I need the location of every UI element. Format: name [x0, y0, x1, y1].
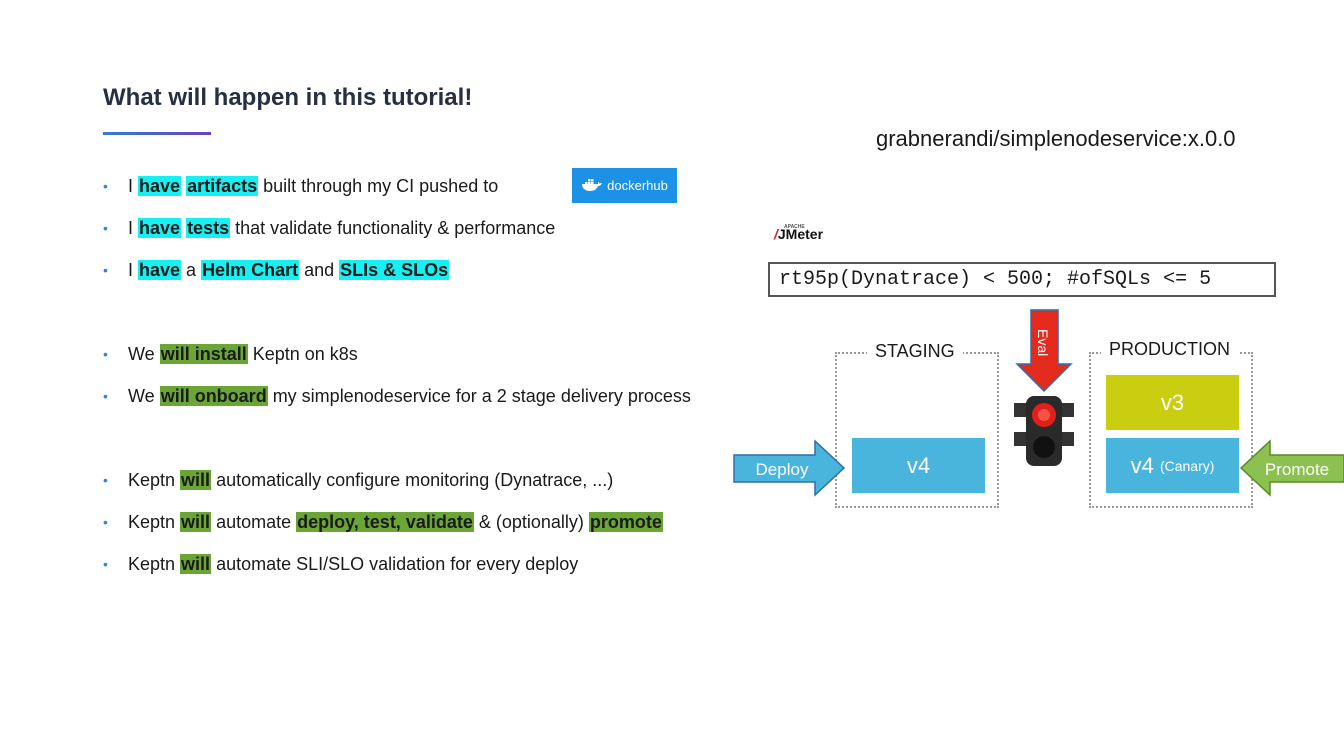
bullet-text: built through my CI pushed to: [258, 176, 499, 196]
staging-v4-box: v4: [852, 438, 985, 493]
bullet-dot: •: [103, 388, 108, 404]
bullet-item: • I have a Helm Chart and SLIs & SLOs: [103, 258, 450, 282]
bullet-text: Keptn: [128, 554, 181, 574]
bullet-text: I: [128, 260, 139, 280]
highlighted-text: have: [138, 176, 182, 196]
highlighted-text: will: [180, 470, 212, 490]
bullet-item: • I have tests that validate functionalit…: [103, 216, 555, 240]
highlighted-text: will install: [159, 344, 248, 364]
eval-arrow: Eval: [1015, 309, 1073, 393]
deploy-label: Deploy: [756, 460, 809, 479]
bullet-text: Keptn: [128, 512, 181, 532]
bullet-text: I: [128, 176, 139, 196]
bullet-text: automate: [211, 512, 297, 532]
production-label: PRODUCTION: [1101, 339, 1238, 360]
bullet-item: • We will install Keptn on k8s: [103, 342, 358, 366]
dockerhub-label: dockerhub: [607, 178, 668, 193]
bullet-text: a: [181, 260, 202, 280]
highlighted-text: artifacts: [186, 176, 259, 196]
production-v4-label: v4: [1130, 452, 1154, 478]
deploy-arrow: Deploy: [733, 439, 846, 497]
bullet-dot: •: [103, 556, 108, 572]
production-v3-box: v3: [1106, 375, 1239, 430]
bullet-text: and: [299, 260, 340, 280]
slo-expression: rt95p(Dynatrace) < 500; #ofSQLs <= 5: [768, 262, 1276, 297]
dockerhub-logo: dockerhub: [572, 168, 677, 203]
staging-label: STAGING: [867, 341, 963, 362]
highlighted-text: will: [180, 554, 212, 574]
bullet-item: • I have artifacts built through my CI pu…: [103, 174, 498, 198]
bullet-text: automatically configure monitoring (Dyna…: [211, 470, 614, 490]
highlighted-text: Helm Chart: [201, 260, 300, 280]
highlighted-text: have: [138, 260, 182, 280]
slide-title: What will happen in this tutorial!: [103, 84, 473, 111]
eval-label: Eval: [1035, 329, 1051, 356]
highlighted-text: will: [180, 512, 212, 532]
bullet-dot: •: [103, 514, 108, 530]
version-label: v4.0.0: [1224, 174, 1285, 200]
version-label: v2.0.0: [944, 174, 1005, 200]
bullet-text: Keptn: [128, 470, 181, 490]
bullet-text: Keptn on k8s: [247, 344, 358, 364]
bullet-text: We: [128, 386, 160, 406]
traffic-light-icon: [1014, 396, 1074, 466]
bullet-text: my simplenodeservice for a 2 stage deliv…: [267, 386, 691, 406]
version-box-v3: v3.0.0: [1048, 169, 1181, 206]
title-underline: [103, 132, 211, 135]
highlighted-text: have: [138, 218, 182, 238]
production-v4-canary-box: v4 (Canary): [1106, 438, 1239, 493]
jmeter-brand-small: APACHE: [784, 224, 805, 230]
promote-label: Promote: [1265, 460, 1329, 479]
bullet-dot: •: [103, 346, 108, 362]
bullet-text: I: [128, 218, 139, 238]
bullet-dot: •: [103, 220, 108, 236]
highlighted-text: tests: [186, 218, 231, 238]
version-label: v1.0.0: [804, 174, 865, 200]
bullet-text: that validate functionality & performanc…: [230, 218, 556, 238]
bullet-text: & (optionally): [473, 512, 589, 532]
bullet-item: • We will onboard my simplenodeservice fo…: [103, 384, 691, 408]
highlighted-text: deploy, test, validate: [296, 512, 474, 532]
staging-v4-label: v4: [906, 452, 931, 478]
production-v3-label: v3: [1160, 389, 1185, 415]
bullet-dot: •: [103, 178, 108, 194]
version-box-v2: v2.0.0: [908, 169, 1041, 206]
bullet-item: • Keptn will automatically configure moni…: [103, 468, 613, 492]
bullet-text: automate SLI/SLO validation for every de…: [211, 554, 579, 574]
image-name: grabnerandi/simplenodeservice:x.0.0: [876, 126, 1236, 151]
bullet-item: • Keptn will automate deploy, test, valid…: [103, 510, 663, 534]
highlighted-text: SLIs & SLOs: [339, 260, 450, 280]
bullet-dot: •: [103, 262, 108, 278]
bullet-text: We: [128, 344, 160, 364]
version-label: v3.0.0: [1084, 174, 1145, 200]
bullet-dot: •: [103, 472, 108, 488]
promote-arrow: Promote: [1239, 439, 1344, 497]
canary-note: (Canary): [1159, 457, 1215, 474]
version-box-v1: v1.0.0: [768, 169, 901, 206]
version-box-v4: v4.0.0: [1188, 169, 1321, 206]
highlighted-text: will onboard: [159, 386, 268, 406]
highlighted-text: promote: [588, 512, 663, 532]
jmeter-feather-icon: /: [774, 226, 778, 242]
bullet-item: • Keptn will automate SLI/SLO validation …: [103, 552, 578, 576]
docker-whale-icon: [582, 178, 603, 191]
jmeter-label: JMeter: [777, 226, 824, 242]
jmeter-logo: APACHE /JMeter: [774, 224, 824, 242]
